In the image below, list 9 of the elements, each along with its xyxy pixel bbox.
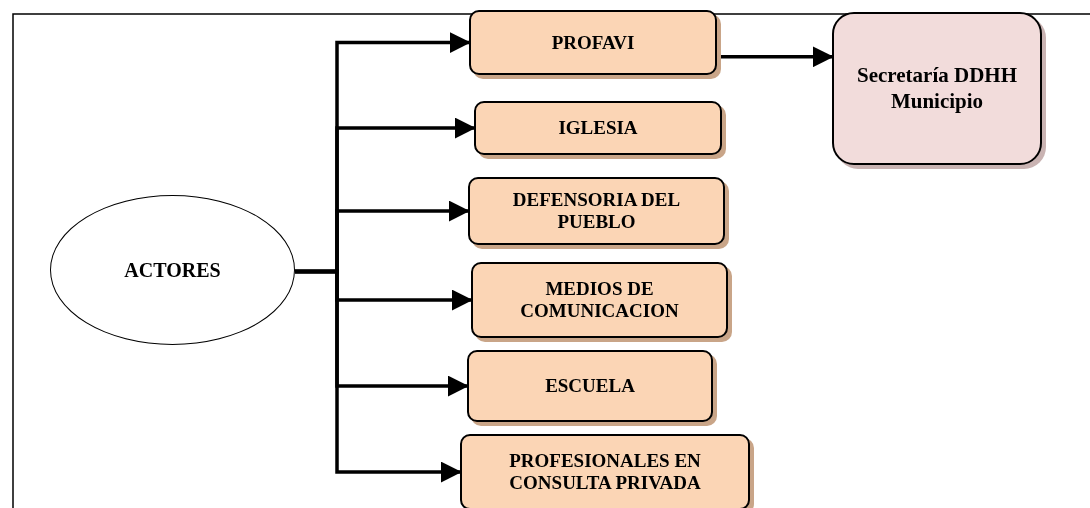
node-label: MEDIOS DE COMUNICACION [519,278,680,322]
node-label: PROFESIONALES EN CONSULTA PRIVADA [508,450,702,494]
node-label: PROFAVI [551,31,635,54]
arrow [295,269,462,483]
node-label: ESCUELA [545,375,635,397]
node-label: IGLESIA [558,117,638,139]
node-label: Secretaría DDHH Municipio [856,63,1018,114]
node-label: ACTORES [124,258,221,282]
node-label: DEFENSORIA DEL PUEBLO [511,189,682,233]
